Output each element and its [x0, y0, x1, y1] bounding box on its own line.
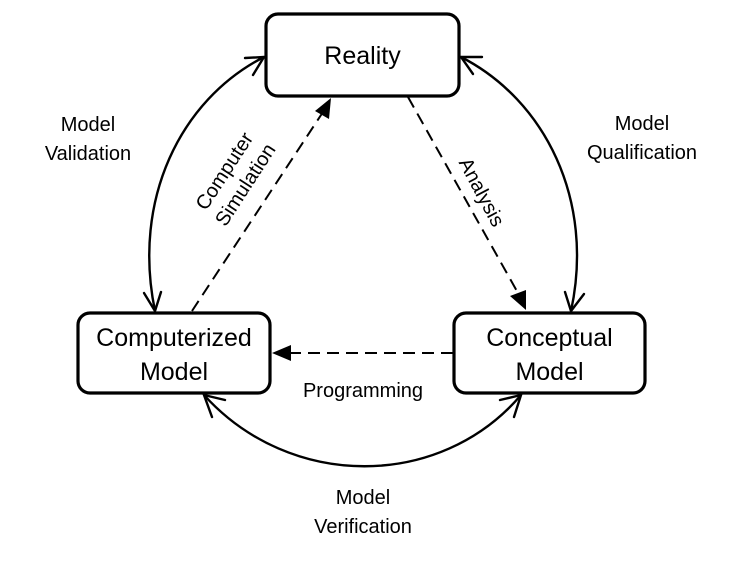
computer-simulation-label: Computer Simulation — [192, 128, 281, 230]
arrowhead-open-icon — [142, 290, 163, 314]
computerized-model-label-line1: Computerized — [96, 324, 252, 352]
programming-label: Programming — [303, 380, 423, 402]
computerized-model-box — [76, 311, 272, 395]
model-qualification-label-line2: Qualification — [587, 142, 697, 164]
node-conceptual-model[interactable]: Conceptual Model — [452, 311, 647, 395]
arrowhead-filled-icon — [510, 290, 526, 310]
arrowhead-filled-icon — [272, 345, 291, 361]
arrowhead-open-icon — [458, 55, 484, 76]
analysis-line — [407, 96, 519, 294]
arrowhead-open-icon — [202, 393, 227, 419]
edge-model-validation — [142, 55, 267, 314]
arrowhead-open-icon — [563, 290, 586, 314]
computer-simulation-line — [191, 111, 324, 312]
reality-box — [264, 12, 461, 98]
model-verification-label-line2: Verification — [314, 516, 412, 538]
arrowhead-open-icon — [243, 55, 267, 77]
computerized-model-label-line2: Model — [140, 358, 208, 386]
analysis-label: Analysis — [454, 154, 508, 230]
analysis-label-group: Analysis — [454, 154, 508, 230]
node-computerized-model[interactable]: Computerized Model — [76, 311, 272, 395]
conceptual-model-box — [452, 311, 647, 395]
model-qualification-label-line1: Model — [615, 113, 669, 135]
node-reality[interactable]: Reality — [264, 12, 461, 98]
conceptual-model-label-line2: Model — [515, 358, 583, 386]
model-validation-label-line1: Model — [61, 114, 115, 136]
edge-analysis — [407, 96, 526, 310]
model-validation-arc — [148, 55, 265, 312]
arrowhead-filled-icon — [315, 98, 331, 119]
arrowhead-open-icon — [498, 393, 523, 419]
edge-model-verification — [202, 393, 523, 468]
model-validation-label-line2: Validation — [45, 143, 131, 165]
model-verification-label-line1: Model — [336, 487, 390, 509]
edge-programming — [272, 345, 453, 361]
edge-computer-simulation — [191, 98, 331, 312]
model-qualification-arc — [460, 55, 579, 312]
reality-label: Reality — [324, 42, 401, 70]
conceptual-model-label-line1: Conceptual — [486, 324, 612, 352]
model-verification-arc — [203, 394, 522, 468]
edge-model-qualification — [458, 55, 586, 314]
